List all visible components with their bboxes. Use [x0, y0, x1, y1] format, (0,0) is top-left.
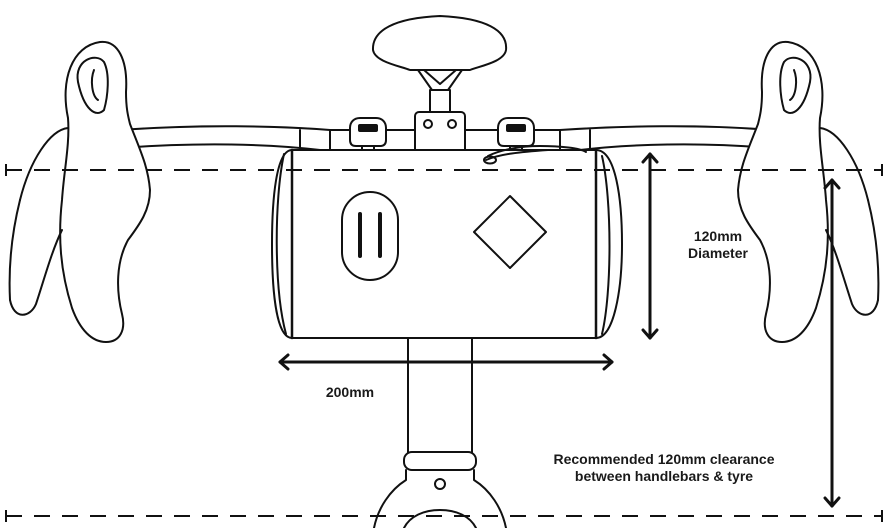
- clearance-arrow: [823, 178, 841, 508]
- diameter-label: 120mm Diameter: [668, 228, 768, 262]
- strap-buckle-left: [349, 117, 387, 153]
- strap-buckle-right: [497, 117, 535, 153]
- right-brake-lever: [737, 40, 880, 343]
- diameter-word: Diameter: [688, 245, 748, 261]
- left-brake-lever: [8, 40, 151, 343]
- diamond-logo: [473, 195, 547, 269]
- clearance-line-1: Recommended 120mm clearance: [553, 451, 775, 467]
- width-label: 200mm: [325, 384, 375, 400]
- saddle: [371, 15, 508, 113]
- diameter-arrow: [641, 152, 659, 340]
- clearance-line-2: between handlebars & tyre: [574, 468, 754, 484]
- zip-puller: [483, 145, 587, 165]
- handlebar-bag: [271, 148, 623, 340]
- width-arrow: [278, 353, 614, 371]
- head-tube: [373, 337, 507, 528]
- oval-logo: [341, 191, 399, 281]
- clearance-label: Recommended 120mm clearance between hand…: [506, 451, 822, 485]
- diameter-value: 120mm: [693, 228, 743, 244]
- stem-clamp: [414, 111, 466, 155]
